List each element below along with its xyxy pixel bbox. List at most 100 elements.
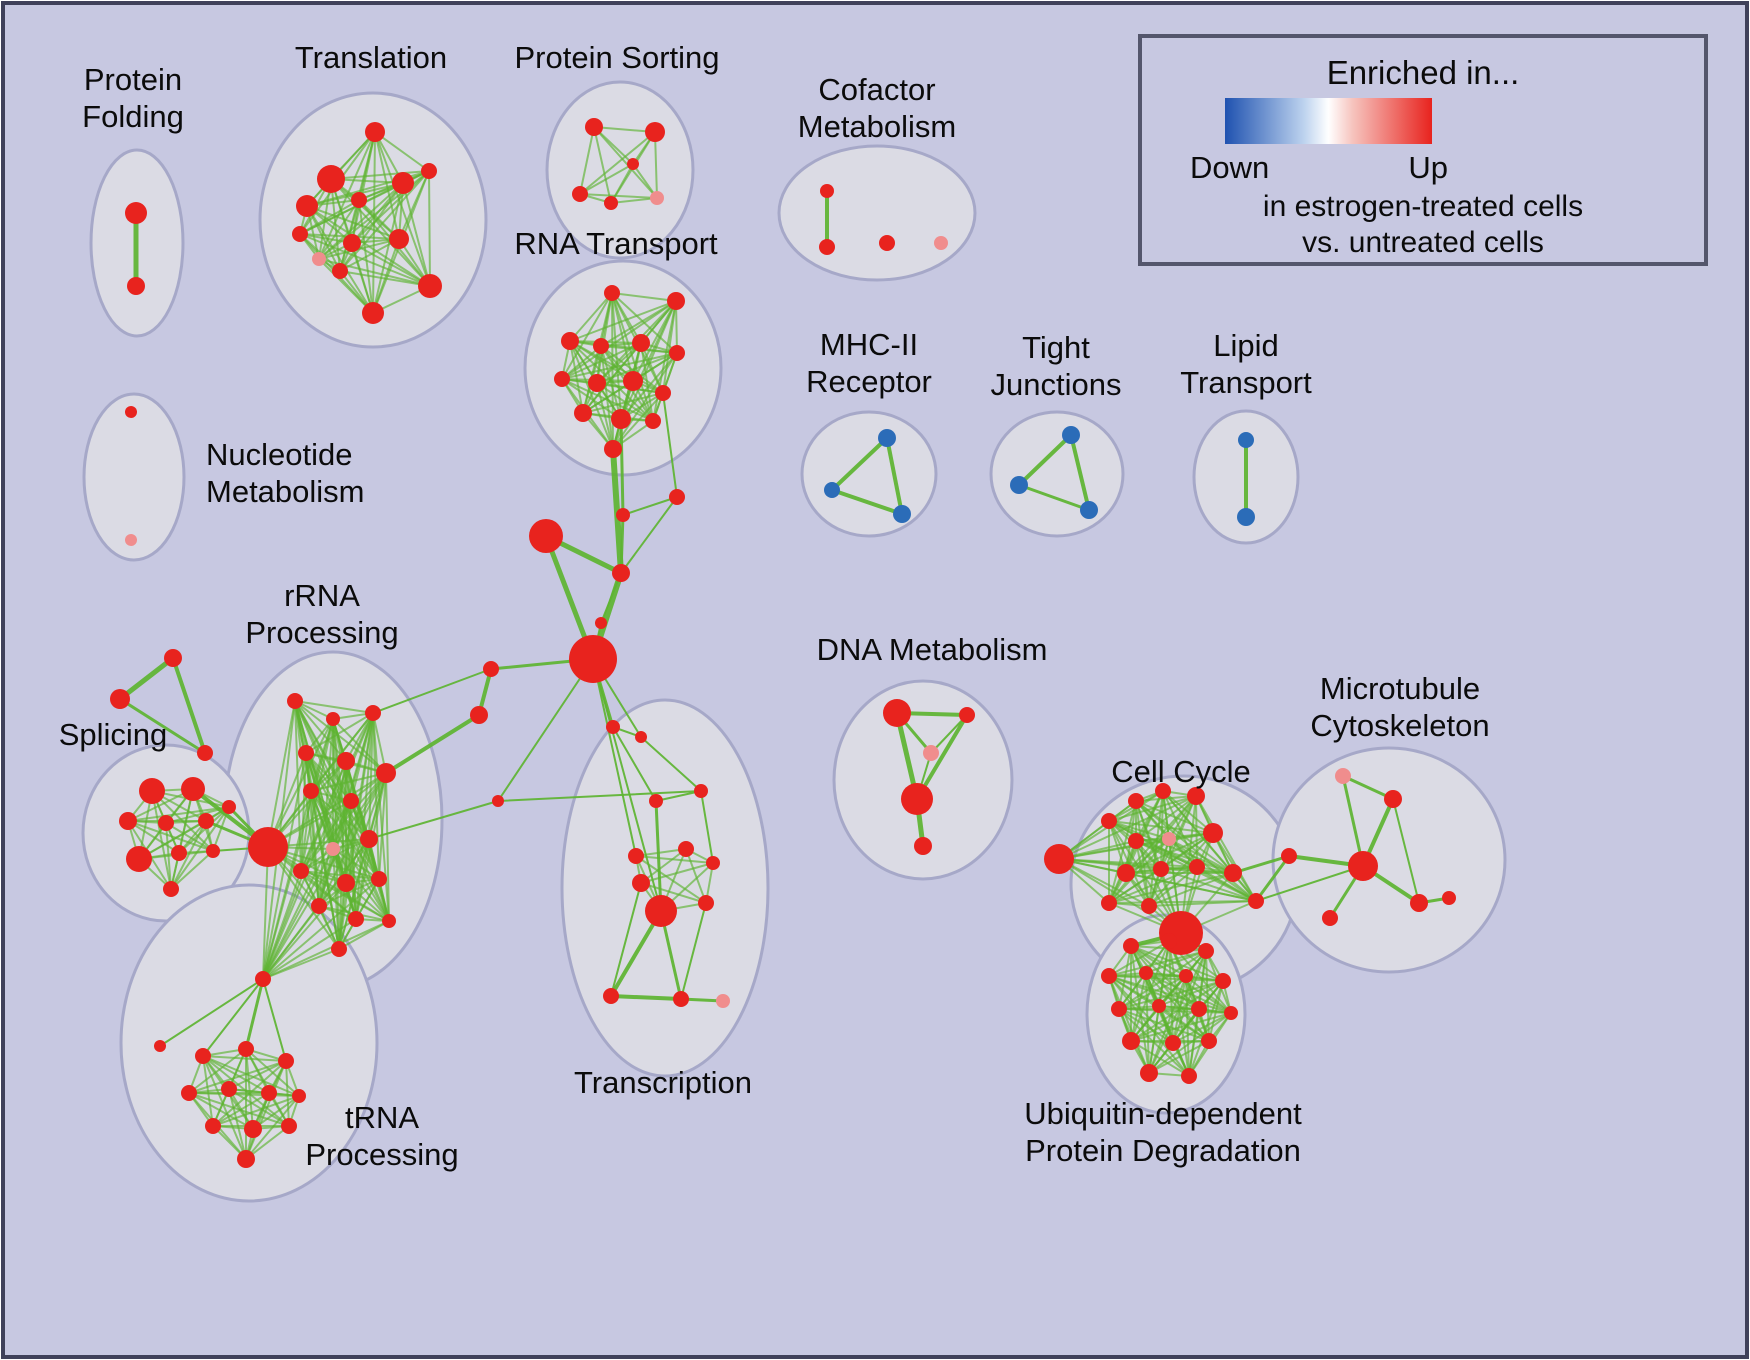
network-node — [126, 846, 152, 872]
network-edge — [262, 905, 320, 980]
network-edge — [310, 790, 390, 922]
network-node — [1224, 864, 1242, 882]
network-node — [623, 371, 643, 391]
network-node — [923, 745, 939, 761]
network-node — [611, 409, 631, 429]
network-edge — [330, 170, 430, 180]
cluster-cofactor-metabolism — [777, 144, 977, 282]
cluster-label-tight-junctions: Tight — [1022, 330, 1090, 365]
cluster-label-protein-folding: Protein — [84, 62, 182, 97]
network-edge — [262, 918, 357, 980]
network-edge — [188, 1092, 290, 1127]
network-node — [593, 338, 609, 354]
network-edge — [384, 713, 481, 775]
network-edge — [610, 163, 634, 204]
network-node — [125, 202, 147, 224]
network-edge — [245, 1048, 254, 1130]
network-edge — [609, 909, 663, 998]
network-node — [1153, 861, 1169, 877]
network-node — [959, 707, 975, 723]
network-edge — [1108, 975, 1224, 982]
network-node — [706, 856, 720, 870]
network-edge — [170, 806, 230, 890]
network-edge — [127, 788, 194, 822]
network-edge — [885, 436, 904, 516]
network-node — [382, 914, 396, 928]
network-edge — [117, 655, 176, 702]
network-edge — [1158, 980, 1224, 1007]
network-node — [296, 195, 318, 217]
network-edge — [165, 822, 214, 852]
cluster-label-cofactor-metabolism: Cofactor — [818, 72, 935, 107]
network-node — [164, 649, 182, 667]
network-node — [171, 845, 187, 861]
network-edge — [592, 658, 637, 857]
network-edge — [262, 790, 312, 980]
network-node — [632, 874, 650, 892]
network-edge — [300, 790, 312, 872]
network-edge — [1125, 838, 1170, 874]
network-edge — [262, 800, 352, 980]
network-node — [1179, 969, 1193, 983]
network-edge — [1108, 820, 1127, 874]
network-edge — [310, 790, 380, 880]
network-edge — [635, 855, 714, 864]
network-node — [365, 705, 381, 721]
network-node — [1139, 966, 1153, 980]
network-edge — [620, 496, 678, 574]
network-node — [1140, 1064, 1158, 1082]
network-node — [819, 239, 835, 255]
network-edge — [593, 126, 656, 133]
network-edge — [1148, 1040, 1210, 1074]
network-node — [125, 406, 137, 418]
network-edge — [610, 882, 642, 997]
network-node — [483, 661, 499, 677]
network-edge — [1231, 854, 1291, 875]
network-node — [1128, 833, 1144, 849]
network-edge — [262, 920, 390, 980]
network-edge — [339, 182, 404, 272]
network-edge — [1118, 980, 1224, 1010]
network-node — [360, 830, 378, 848]
network-node — [292, 226, 308, 242]
network-edge — [561, 352, 678, 380]
cluster-label-tight-junctions: Junctions — [991, 367, 1122, 402]
network-node — [914, 837, 932, 855]
legend-caption-line1: in estrogen-treated cells — [1263, 190, 1583, 223]
network-edge — [300, 800, 352, 872]
network-node — [893, 505, 911, 523]
network-edge — [351, 170, 430, 244]
network-edge — [596, 352, 678, 384]
network-node — [669, 489, 685, 505]
network-edge — [202, 1055, 300, 1097]
network-node — [1101, 813, 1117, 829]
network-edge — [368, 800, 499, 840]
network-edge — [569, 300, 677, 342]
cluster-label-dna-metabolism: DNA Metabolism — [817, 632, 1048, 667]
network-edge — [299, 233, 431, 287]
network-node — [529, 519, 563, 553]
network-edge — [262, 948, 340, 980]
network-edge — [202, 978, 264, 1057]
network-edge — [1205, 950, 1210, 1042]
cluster-label-protein-folding: Folding — [82, 99, 184, 134]
network-node — [628, 848, 644, 864]
network-node — [645, 413, 661, 429]
cluster-label-rna-transport: RNA Transport — [514, 226, 718, 261]
network-edge — [262, 752, 307, 980]
network-edge — [318, 238, 400, 260]
network-edge — [285, 1060, 290, 1127]
network-edge — [212, 1092, 270, 1127]
network-edge — [300, 752, 307, 872]
network-edge — [915, 713, 969, 801]
network-node — [1062, 426, 1080, 444]
network-node — [1203, 823, 1223, 843]
network-edge — [159, 978, 264, 1047]
network-node — [1128, 793, 1144, 809]
network-node — [119, 812, 137, 830]
legend-gradient-bar — [1225, 98, 1432, 144]
network-edge — [127, 820, 214, 852]
network-node — [595, 617, 607, 629]
network-edge — [385, 772, 390, 922]
